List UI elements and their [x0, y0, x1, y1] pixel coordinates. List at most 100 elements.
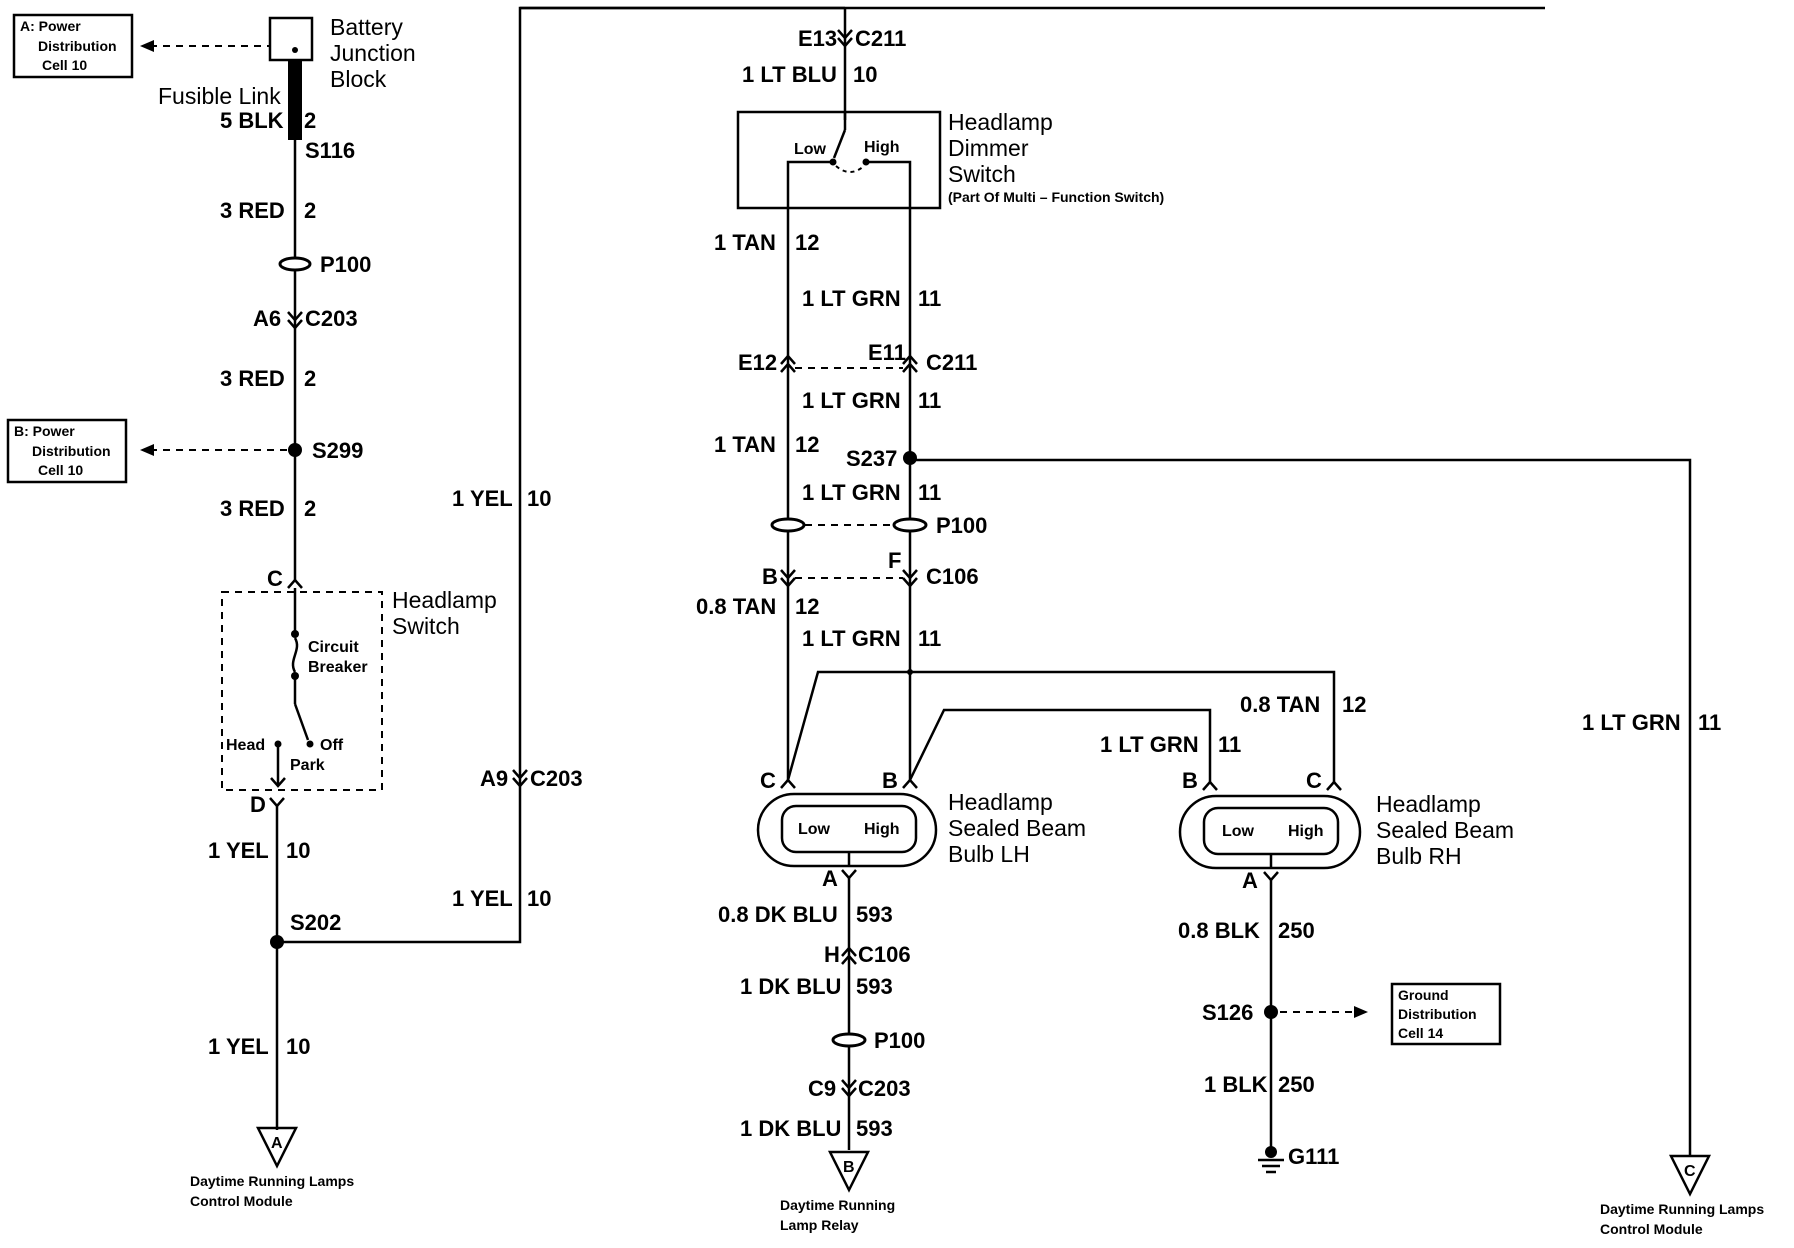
pin-b: B	[762, 564, 778, 589]
connector-p100: P100	[936, 513, 987, 538]
circuit-number: 10	[527, 486, 551, 511]
circuit-number: 11	[918, 388, 941, 413]
ref-a-line-2: Distribution	[38, 38, 117, 54]
circuit-number: 12	[795, 594, 819, 619]
wire-label: 1 LT GRN	[1582, 710, 1681, 735]
circuit-number: 593	[856, 974, 893, 999]
pin-c: C	[760, 768, 776, 793]
ground-g111: G111	[1288, 1144, 1339, 1169]
wire-label: 1 LT GRN	[802, 480, 901, 505]
pin-e13: E13	[798, 26, 837, 51]
headlamp-dimmer-switch-box	[736, 110, 942, 210]
wire-label: 1 YEL	[208, 1034, 269, 1059]
destination-b-letter: B	[843, 1159, 855, 1176]
connector-c106: C106	[926, 564, 979, 589]
pin-f: F	[888, 548, 901, 573]
ref-a-line-3: Cell 10	[42, 57, 87, 73]
ref-b-line-1: B: Power	[14, 423, 75, 439]
switch-position-off: Off	[320, 737, 344, 754]
ref-power-distribution-b[interactable]: B: Power Distribution Cell 10	[6, 418, 128, 484]
wire-label: 1 YEL	[452, 486, 513, 511]
bulb-rh-label-1: Headlamp	[1376, 791, 1481, 817]
pin-c9: C9	[808, 1076, 836, 1101]
pin-e11: E11	[868, 340, 906, 365]
wire-label: 3 RED	[220, 366, 285, 391]
ground-symbol	[1258, 1146, 1284, 1174]
battery-junction-label-1: Battery	[330, 14, 403, 40]
circuit-number: 2	[304, 366, 316, 391]
connector-c211: C211	[855, 26, 906, 51]
wire-label: 1 LT GRN	[802, 388, 901, 413]
wire-label: 1 LT BLU	[742, 62, 837, 87]
wire-label: 1 DK BLU	[740, 1116, 841, 1141]
connector-p100: P100	[874, 1028, 925, 1053]
battery-junction-label-2: Junction	[330, 40, 416, 66]
bulb-lh-low: Low	[798, 821, 831, 838]
connector-c211: C211	[926, 350, 977, 375]
wire-label: 3 RED	[220, 496, 285, 521]
ref-gnd-line-2: Distribution	[1398, 1006, 1477, 1022]
splice-s202: S202	[290, 910, 341, 935]
ref-a-line-1: A: Power	[20, 18, 81, 34]
pin-d: D	[250, 792, 266, 817]
bulb-rh-high: High	[1288, 823, 1324, 840]
wire-label: 1 LT GRN	[1100, 732, 1199, 757]
headlamp-bulb-lh: Low High	[756, 792, 938, 868]
wire-label: 1 YEL	[452, 886, 513, 911]
bulb-lh-label-2: Sealed Beam	[948, 815, 1086, 841]
wire-label: 1 LT GRN	[802, 286, 901, 311]
fusible-link	[288, 60, 302, 140]
circuit-number: 11	[1698, 710, 1721, 735]
circuit-number: 2	[304, 496, 316, 521]
circuit-number: 593	[856, 1116, 893, 1141]
pin-b: B	[882, 768, 898, 793]
circuit-number: 12	[795, 432, 819, 457]
ref-ground-distribution[interactable]: Ground Distribution Cell 14	[1390, 982, 1502, 1046]
wire-label: 1 BLK	[1204, 1072, 1268, 1097]
bulb-rh-low: Low	[1222, 823, 1255, 840]
pin-b: B	[1182, 768, 1198, 793]
headlamp-switch-box	[221, 591, 383, 791]
connector-c203: C203	[858, 1076, 911, 1101]
connector-p100: P100	[320, 252, 371, 277]
circuit-number: 593	[856, 902, 893, 927]
circuit-number: 12	[795, 230, 819, 255]
circuit-number: 10	[286, 1034, 310, 1059]
connector-c106: C106	[858, 942, 911, 967]
switch-position-park: Park	[290, 757, 325, 774]
wire-label: 1 YEL	[208, 838, 269, 863]
splice-s299: S299	[312, 438, 363, 463]
ref-gnd-line-1: Ground	[1398, 987, 1449, 1003]
circuit-number: 11	[918, 480, 941, 505]
wire-label: 0.8 TAN	[696, 594, 776, 619]
wire-label: 0.8 BLK	[1178, 918, 1260, 943]
fusible-link-label: Fusible Link	[158, 83, 281, 109]
ref-b-line-2: Distribution	[32, 443, 111, 459]
destination-c-letter: C	[1684, 1163, 1696, 1180]
destination-a-line-1: Daytime Running Lamps	[190, 1173, 354, 1189]
circuit-breaker-label-1: Circuit	[308, 639, 359, 656]
destination-a-letter: A	[271, 1135, 283, 1152]
headlamp-switch-label-2: Switch	[392, 613, 460, 639]
circuit-number: 11	[918, 626, 941, 651]
circuit-number: 2	[304, 198, 316, 223]
dimmer-switch-note: (Part Of Multi – Function Switch)	[948, 189, 1164, 205]
circuit-number: 12	[1342, 692, 1366, 717]
ref-power-distribution-a[interactable]: A: Power Distribution Cell 10	[12, 13, 134, 79]
wire-label: 1 DK BLU	[740, 974, 841, 999]
connector-c203: C203	[530, 766, 583, 791]
pin-a9: A9	[480, 766, 508, 791]
circuit-number: 10	[527, 886, 551, 911]
pin-c: C	[1306, 768, 1322, 793]
switch-position-head: Head	[226, 737, 265, 754]
wire-label: 0.8 DK BLU	[718, 902, 838, 927]
bulb-rh-label-3: Bulb RH	[1376, 843, 1462, 869]
connector-c203: C203	[305, 306, 358, 331]
destination-c-line-1: Daytime Running Lamps	[1600, 1201, 1764, 1217]
dimmer-position-high: High	[864, 139, 900, 156]
circuit-number: 10	[853, 62, 877, 87]
pin-a: A	[822, 866, 838, 891]
wire-label: 5 BLK	[220, 108, 284, 133]
wire-label: 0.8 TAN	[1240, 692, 1320, 717]
bulb-lh-label-1: Headlamp	[948, 789, 1053, 815]
